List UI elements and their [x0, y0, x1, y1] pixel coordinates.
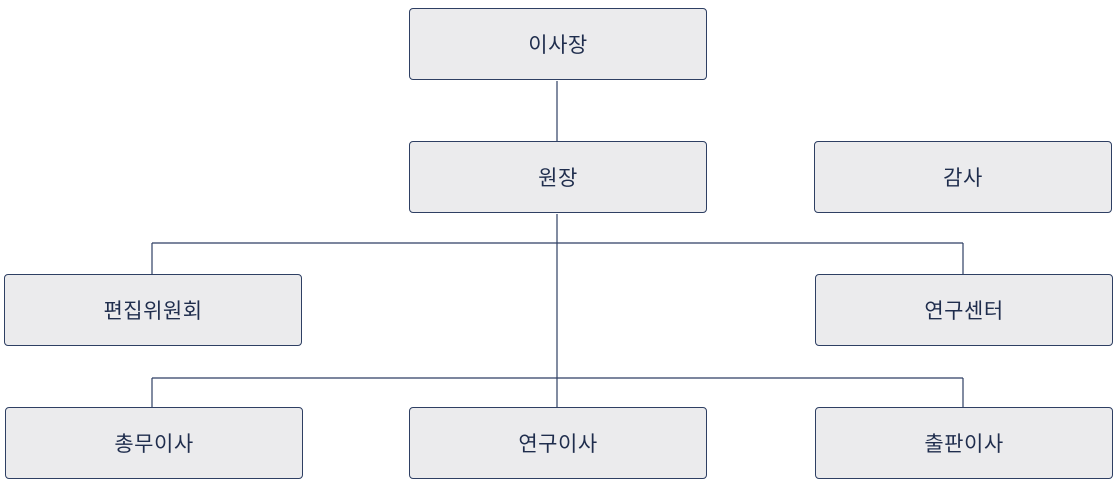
node-chairman-label: 이사장 [528, 33, 588, 57]
node-general-affairs-director: 총무이사 [5, 407, 303, 479]
node-director: 원장 [409, 141, 707, 213]
node-research-director-label: 연구이사 [518, 432, 598, 456]
node-general-affairs-director-label: 총무이사 [114, 432, 194, 456]
node-research-center-label: 연구센터 [924, 299, 1004, 323]
node-auditor: 감사 [814, 141, 1112, 213]
node-editorial-committee: 편집위원회 [4, 274, 302, 346]
node-publishing-director-label: 출판이사 [924, 432, 1004, 456]
node-publishing-director: 출판이사 [815, 407, 1113, 479]
node-chairman: 이사장 [409, 8, 707, 80]
node-editorial-committee-label: 편집위원회 [103, 299, 203, 323]
node-research-director: 연구이사 [409, 407, 707, 479]
node-research-center: 연구센터 [815, 274, 1113, 346]
node-auditor-label: 감사 [943, 166, 983, 190]
node-director-label: 원장 [538, 166, 578, 190]
